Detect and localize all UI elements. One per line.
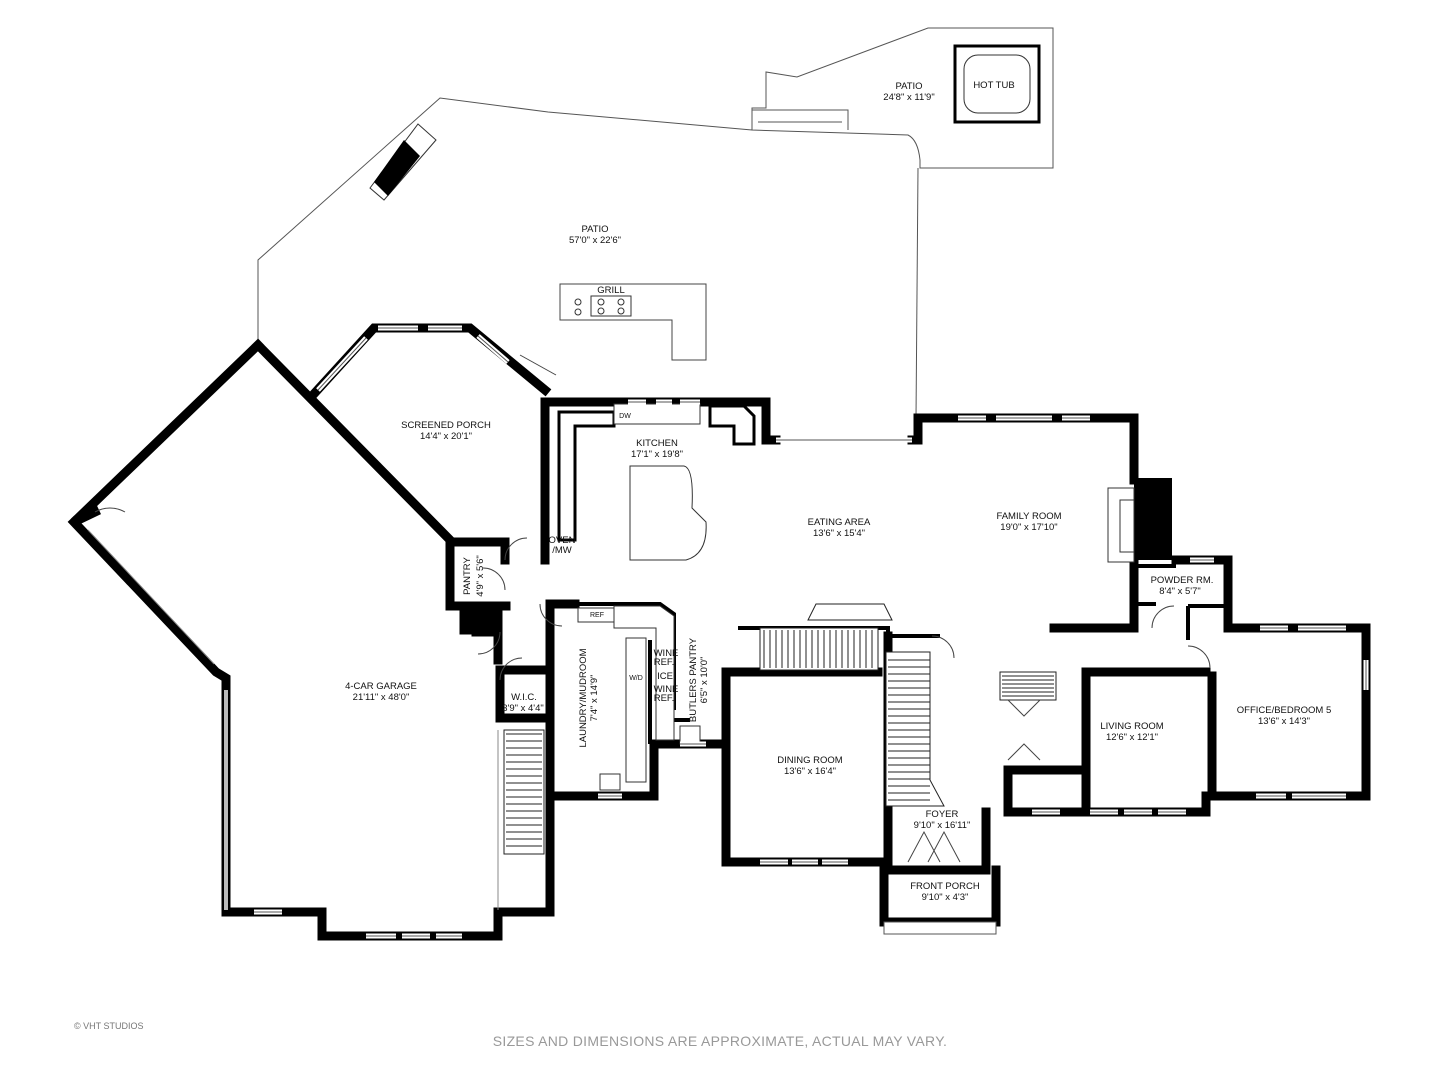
screened-porch-name: SCREENED PORCH xyxy=(401,420,491,431)
office-name: OFFICE/BEDROOM 5 xyxy=(1237,705,1331,716)
wine-ref-2b-label: REF. xyxy=(654,693,675,704)
office-size: 13'6" x 14'3" xyxy=(1258,716,1310,727)
window-pane xyxy=(317,337,367,391)
wic-size: 3'9" x 4'4" xyxy=(502,703,544,714)
credit: © VHT STUDIOS xyxy=(74,1021,144,1031)
butlers-pantry-size: 6'5" x 10'0" xyxy=(699,657,710,704)
labels: PATIO 24'8" x 11'9" HOT TUB PATIO 57'0" … xyxy=(345,80,1331,903)
fireplace xyxy=(1107,478,1172,563)
pantry-name: PANTRY xyxy=(462,557,473,595)
pantry-counters xyxy=(577,605,701,791)
front-porch-size: 9'10" x 4'3" xyxy=(922,892,969,903)
oven-label: OVEN xyxy=(549,535,576,546)
patio-upper-name: PATIO xyxy=(895,81,922,92)
foyer-name: FOYER xyxy=(926,809,959,820)
pantry-size: 4'9" x 5'6" xyxy=(475,555,486,597)
wic-name: W.I.C. xyxy=(511,692,537,703)
hot-tub xyxy=(953,44,1041,124)
windows xyxy=(254,325,1369,939)
ref-label: REF xyxy=(590,612,604,619)
living-room-size: 12'6" x 12'1" xyxy=(1106,732,1158,743)
kitchen-size: 17'1" x 19'8" xyxy=(631,449,683,460)
wine-ref-2-label: WINE xyxy=(654,684,679,695)
garage-size: 21'11" x 48'0" xyxy=(353,692,410,703)
stairs xyxy=(503,603,1057,855)
garage-name: 4-CAR GARAGE xyxy=(345,681,417,692)
powder-room-size: 8'4" x 5'7" xyxy=(1159,586,1201,597)
window-pane xyxy=(477,335,509,363)
patio-outlines xyxy=(257,27,1054,419)
wd-label: W/D xyxy=(629,675,643,682)
mw-label: /MW xyxy=(552,545,572,556)
laundry-size: 7'4" x 14'9" xyxy=(589,675,600,722)
outdoor-fireplace xyxy=(369,123,437,201)
patio-upper-size: 24'8" x 11'9" xyxy=(883,92,934,103)
dining-room-name: DINING ROOM xyxy=(777,755,843,766)
kitchen-name: KITCHEN xyxy=(636,438,678,449)
wine-ref-1-label: WINE xyxy=(654,648,679,659)
garage-window-west xyxy=(87,529,215,665)
dining-room-size: 13'6" x 16'4" xyxy=(784,766,836,777)
stair-steps xyxy=(506,630,1054,847)
family-room-size: 19'0" x 17'10" xyxy=(1000,522,1057,533)
foyer-size: 9'10" x 16'11" xyxy=(914,820,971,831)
family-room-name: FAMILY ROOM xyxy=(996,511,1061,522)
eating-area-size: 13'6" x 15'4" xyxy=(813,528,865,539)
disclaimer: SIZES AND DIMENSIONS ARE APPROXIMATE, AC… xyxy=(492,1033,948,1049)
ice-label: ICE xyxy=(657,671,673,682)
front-step xyxy=(883,921,997,935)
butlers-pantry-name: BUTLERS PANTRY xyxy=(688,637,699,722)
grill-label: GRILL xyxy=(597,285,624,296)
patio-main-size: 57'0" x 22'6" xyxy=(569,235,621,246)
eating-area-name: EATING AREA xyxy=(808,517,871,528)
hot-tub-label: HOT TUB xyxy=(973,80,1014,91)
wine-ref-1b-label: REF. xyxy=(654,657,675,668)
laundry-name: LAUNDRY/MUDROOM xyxy=(578,648,589,747)
patio-main-name: PATIO xyxy=(581,224,608,235)
living-room-name: LIVING ROOM xyxy=(1100,721,1163,732)
dw-label: DW xyxy=(619,413,631,420)
front-porch-name: FRONT PORCH xyxy=(910,881,980,892)
doors xyxy=(94,354,1211,863)
screened-porch-size: 14'4" x 20'1" xyxy=(420,431,472,442)
kitchen-counters xyxy=(557,403,756,561)
powder-room-name: POWDER RM. xyxy=(1151,575,1214,586)
grill-island xyxy=(559,283,707,361)
